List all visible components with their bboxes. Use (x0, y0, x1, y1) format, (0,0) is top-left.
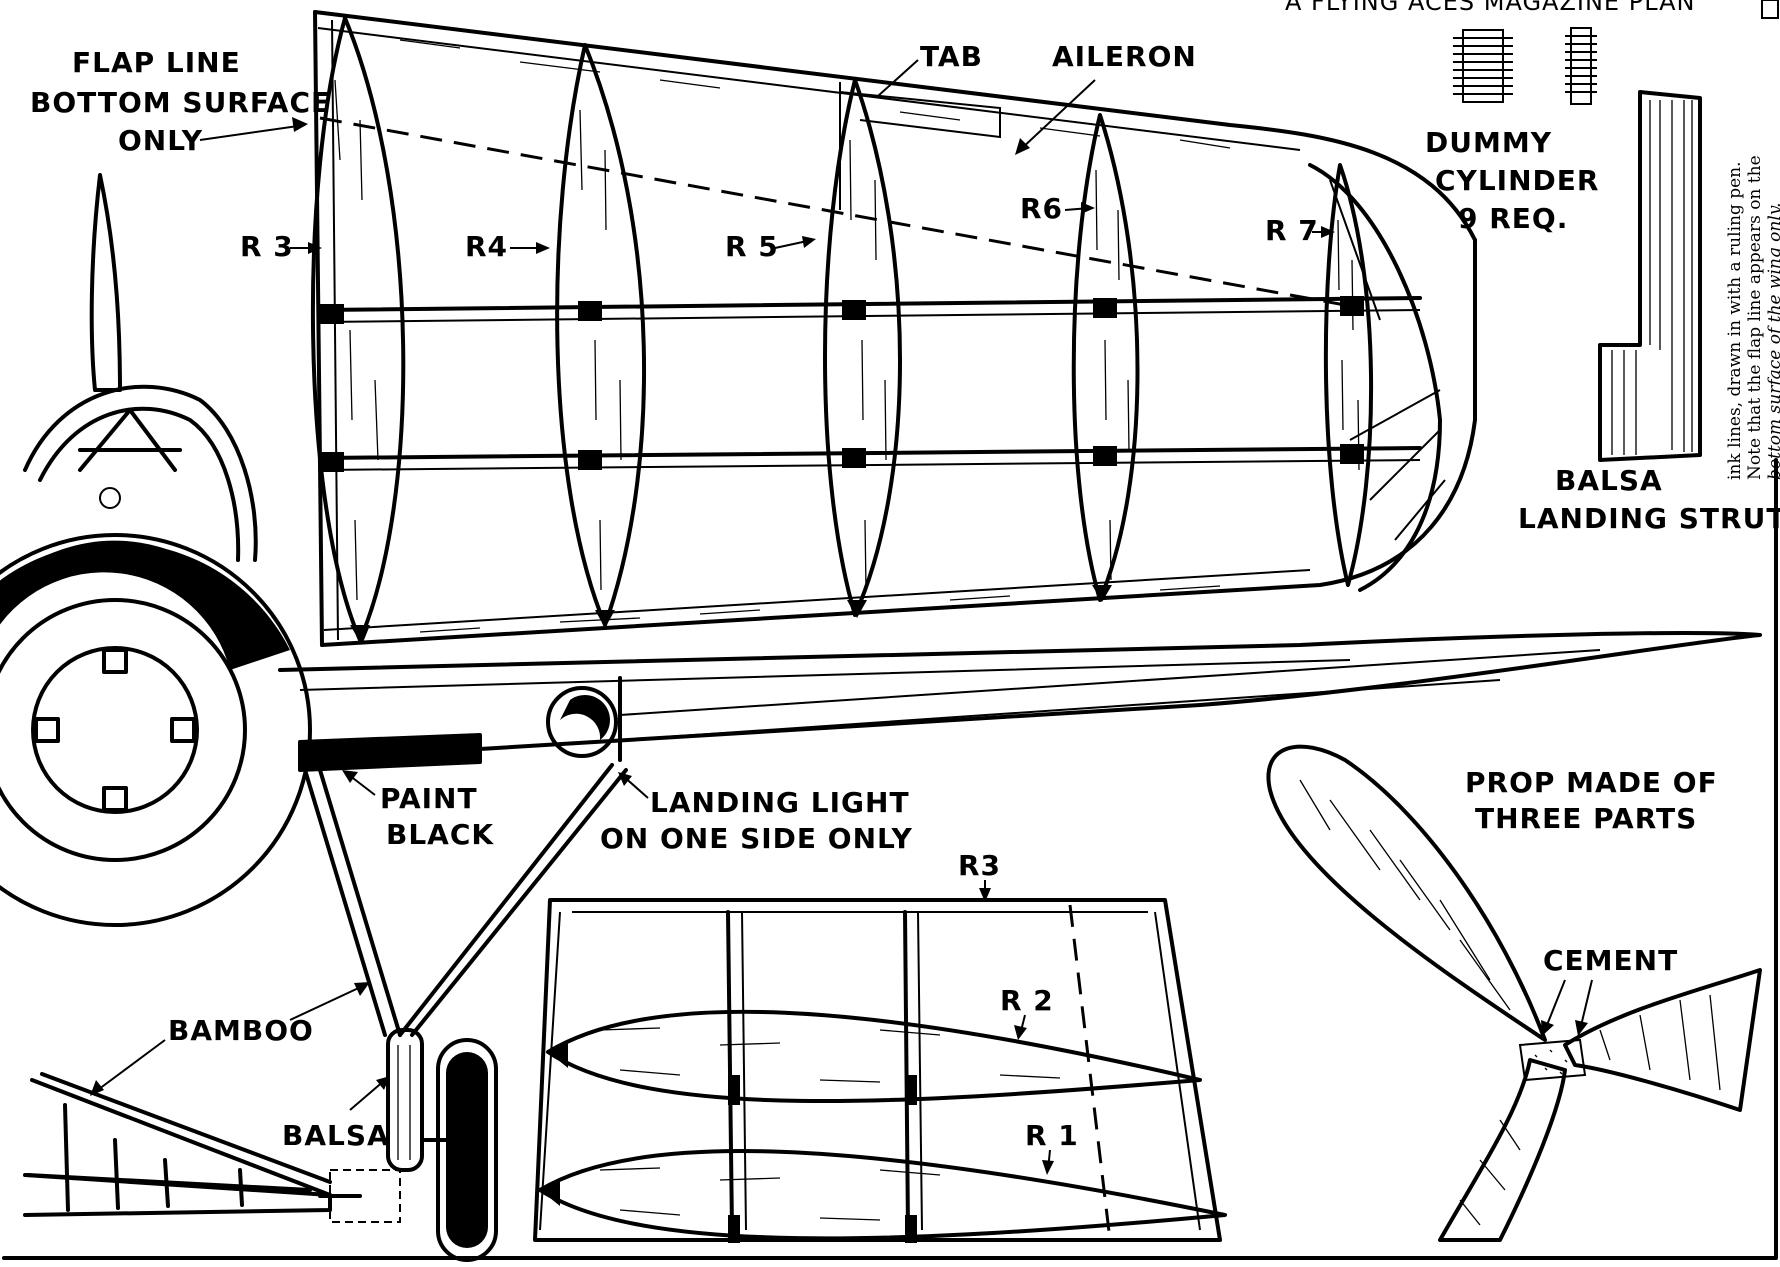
rib-r7 (1323, 163, 1374, 587)
spar-rear (318, 446, 1422, 460)
landing-light (546, 686, 618, 758)
aileron-leader (1019, 79, 1096, 151)
fuselage-boom (278, 631, 1762, 772)
wing-tip (1308, 163, 1442, 592)
rib-r4-label: R4 (465, 230, 508, 263)
rib-r5-label: R 5 (725, 230, 779, 263)
landing-light-label-1: LANDING LIGHT (650, 786, 910, 819)
rib-r3 (310, 16, 406, 645)
rib-r2-profile (546, 1009, 1202, 1104)
prop-label-1: PROP MADE OF (1465, 766, 1718, 799)
rib-r3-label: R 3 (240, 230, 294, 263)
aileron-label: AILERON (1052, 40, 1197, 73)
rib-r4 (555, 43, 646, 628)
tail-r1-label: R 1 (1025, 1119, 1079, 1152)
cement-label: CEMENT (1543, 944, 1678, 977)
tab-label: TAB (920, 40, 983, 73)
flap-line-leader (199, 124, 306, 141)
bamboo-ladder (23, 1072, 332, 1217)
side-note-line-3: bottom surface of the wing only. (1765, 202, 1780, 480)
flap-line-label-3: ONLY (118, 124, 203, 157)
rib-r5 (823, 78, 902, 618)
paint-black-label-1: PAINT (380, 782, 478, 815)
dummy-cylinder-small (1565, 27, 1597, 105)
wing-panel (310, 10, 1477, 647)
header-box (1761, 0, 1779, 19)
rib-r1-profile (538, 1149, 1227, 1241)
paint-black-label-2: BLACK (386, 818, 494, 851)
prop-label-2: THREE PARTS (1475, 802, 1697, 835)
landing-light-label-2: ON ONE SIDE ONLY (600, 822, 913, 855)
side-note: ink lines, drawn in with a ruling pen. N… (1725, 155, 1780, 480)
rib-r6-label: R6 (1020, 192, 1063, 225)
balsa-label: BALSA (282, 1119, 390, 1152)
balsa-landing-strut-label-1: BALSA (1555, 464, 1663, 497)
bamboo-label: BAMBOO (168, 1014, 314, 1047)
page-border (2, 458, 1778, 1260)
dummy-cylinder-large (1453, 29, 1513, 103)
wing-root (313, 10, 324, 647)
rib-r7-label: R 7 (1265, 214, 1319, 247)
wing-leading-edge (313, 10, 1477, 242)
balsa-landing-strut-label-2: LANDING STRUT (1518, 502, 1780, 535)
flap-line-label-2: BOTTOM SURFACE (30, 86, 331, 119)
balsa-leg (386, 1028, 424, 1172)
flap-line-label-1: FLAP LINE (72, 46, 241, 79)
balsa-landing-strut (1598, 90, 1702, 462)
tail-plane (533, 898, 1227, 1243)
propeller (1266, 744, 1762, 1242)
tab-leader (877, 59, 919, 97)
dummy-cylinder-label-3: 9 REQ. (1458, 202, 1568, 235)
dummy-cylinder-label-1: DUMMY (1425, 126, 1552, 159)
header-text: A FLYING ACES MAGAZINE PLAN (1285, 0, 1695, 16)
fuselage-front (0, 173, 312, 927)
tail-r3-label: R3 (958, 849, 1001, 882)
main-wheel (0, 533, 312, 927)
landing-gear (303, 763, 628, 1262)
rib-r6 (1071, 113, 1140, 602)
dummy-cylinder-label-2: CYLINDER (1435, 164, 1599, 197)
side-note-line-2: Note that the flap line appears on the (1745, 155, 1765, 480)
tail-r2-label: R 2 (1000, 984, 1054, 1017)
spar-front (318, 296, 1422, 312)
side-note-line-1: ink lines, drawn in with a ruling pen. (1725, 161, 1745, 480)
